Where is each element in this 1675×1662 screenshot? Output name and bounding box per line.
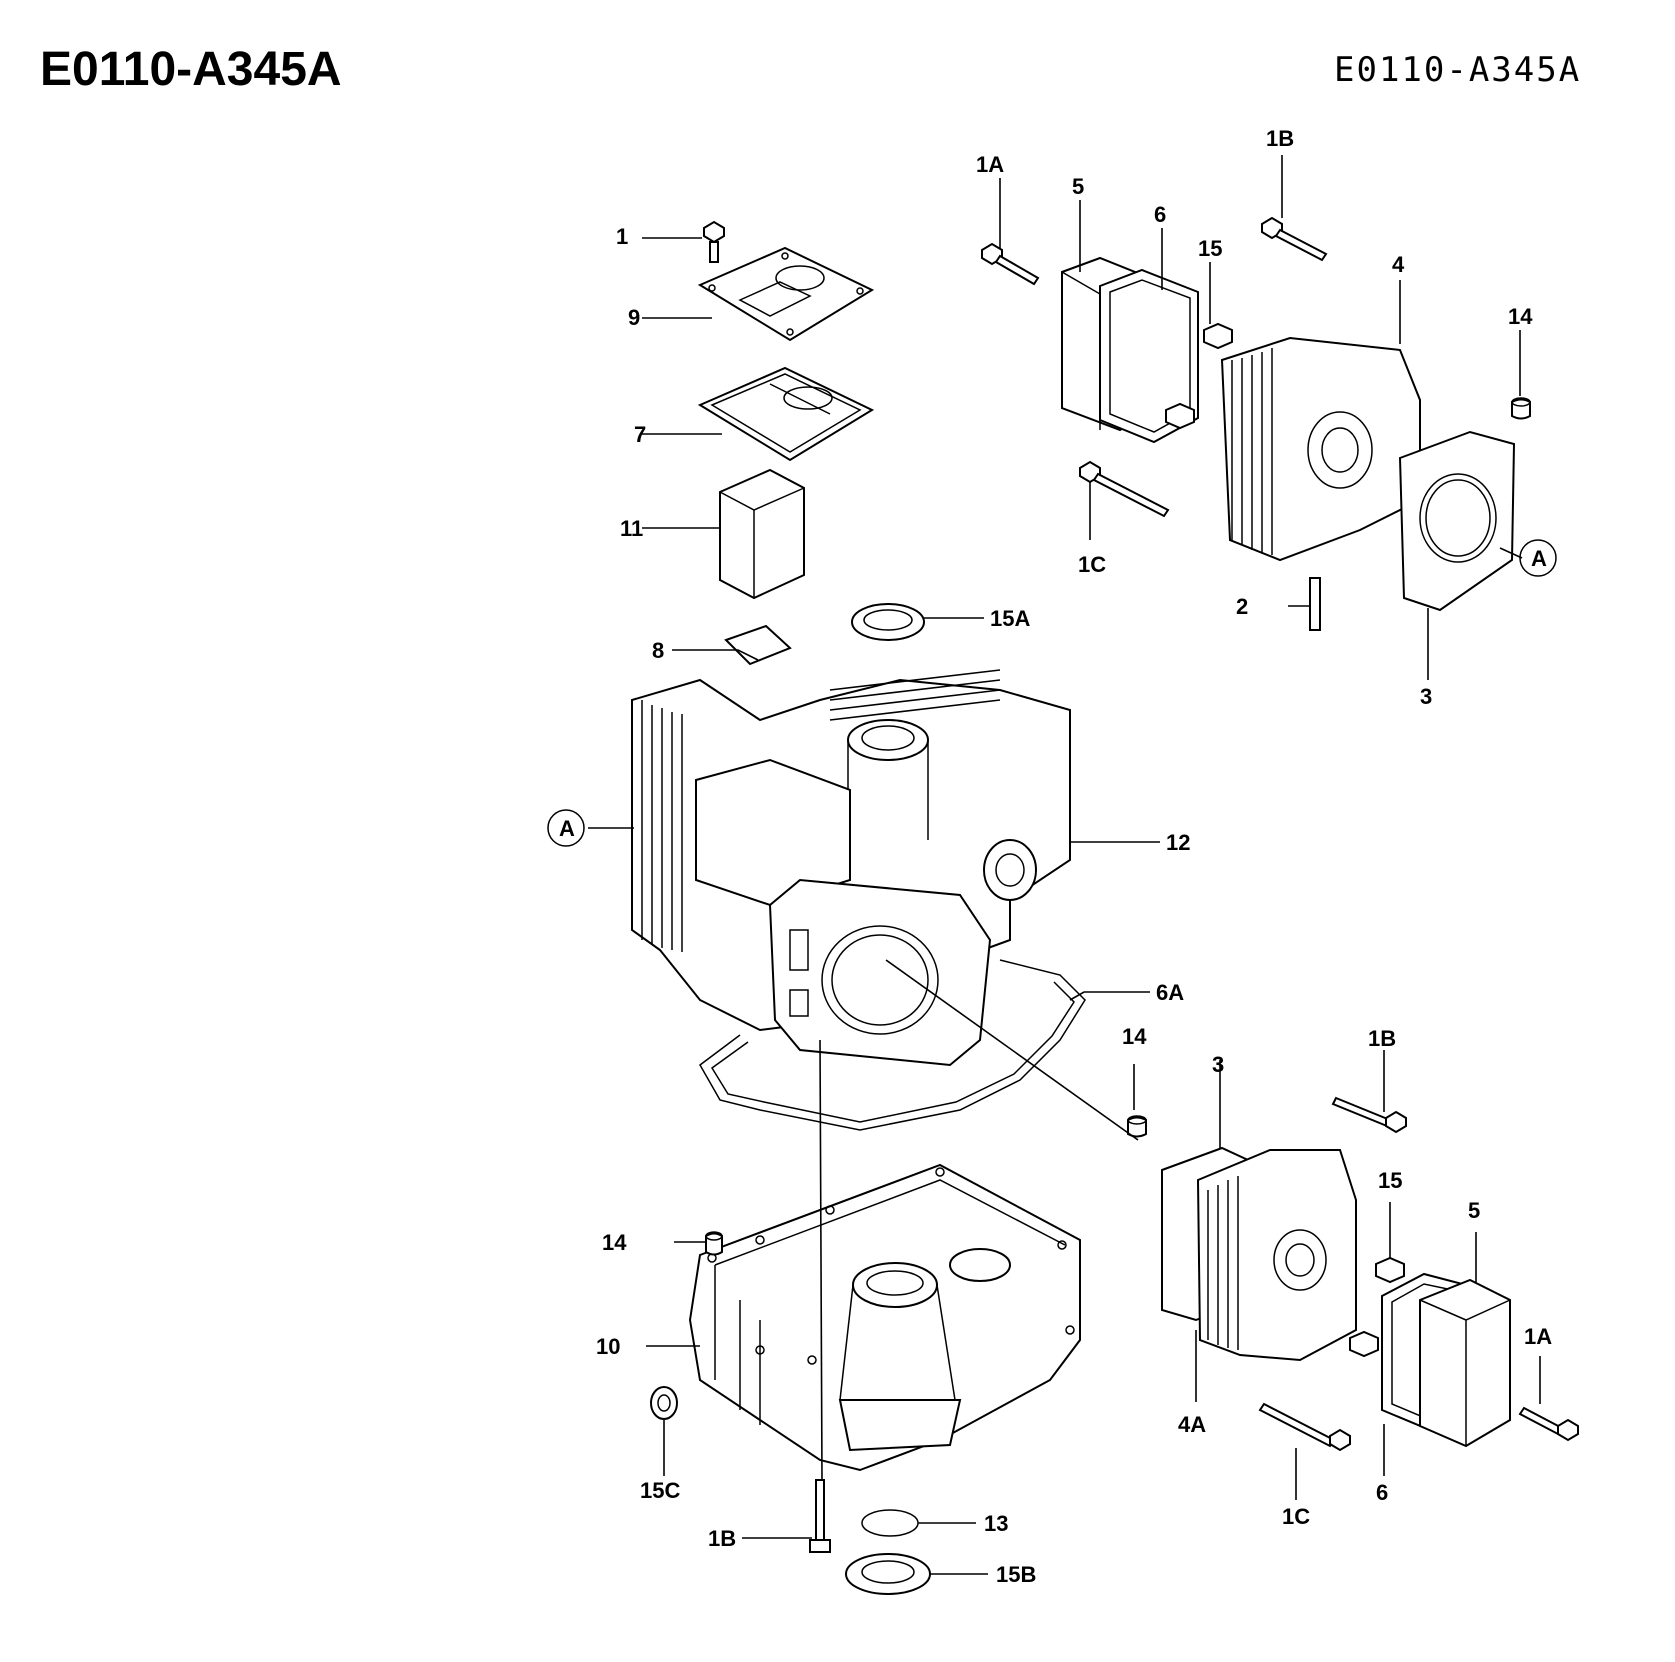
part-4A-cylinder-head-mid [1196,1149,1357,1362]
part-6A-base-gasket [699,959,1086,1131]
callout-5-top: 5 [1072,174,1084,199]
callout-15A: 15A [990,606,1030,631]
part-1C-bolt-bot [1258,1402,1351,1452]
part-15A-oil-seal [851,603,925,641]
callout-1C-top: 1C [1078,552,1106,577]
callout-1B-mid: 1B [1368,1026,1396,1051]
part-1B-bolt-top [1261,216,1328,262]
callout-3-mid: 3 [1212,1052,1224,1077]
callout-4A: 4A [1178,1412,1206,1437]
part-10-crankcase-cover [688,1163,1081,1472]
part-1A-bolt-top [981,242,1040,286]
callout-1A-bot: 1A [1524,1324,1552,1349]
callout-2: 2 [1236,594,1248,619]
callout-14-mid: 14 [1122,1024,1147,1049]
callout-1A-top: 1A [976,152,1004,177]
part-15-nut-mid [1349,1256,1405,1358]
callout-5-bot: 5 [1468,1198,1480,1223]
callout-10: 10 [596,1334,620,1359]
part-3-head-gasket-top [1398,430,1516,612]
callout-14-top: 14 [1508,304,1533,329]
part-5-rocker-cover-bot [1419,1278,1511,1448]
callout-15-top: 15 [1198,236,1222,261]
part-8-clip [724,624,792,666]
callout-A-left: A [559,816,575,841]
callout-13: 13 [984,1511,1008,1536]
callout-15-mid: 15 [1378,1168,1402,1193]
callout-12: 12 [1166,830,1190,855]
part-7-gasket [697,366,875,462]
callout-8: 8 [652,638,664,663]
part-6-cover-gasket-top [1099,268,1199,444]
part-1B-bolt-mid [1331,1096,1407,1134]
part-1A-bolt-bot [1518,1406,1579,1442]
part-1-bolt [703,220,725,263]
callout-7: 7 [634,422,646,447]
callout-9: 9 [628,305,640,330]
part-4-cylinder-head-top [1220,336,1421,562]
callout-6-top: 6 [1154,202,1166,227]
callout-11: 11 [620,516,643,541]
part-9-cover-plate [697,246,875,342]
page-title-left: E0110-A345A [40,43,342,96]
part-1B-bolt-bottom [809,1479,831,1553]
callout-1C-bot: 1C [1282,1504,1310,1529]
part-11-filter-element [719,468,805,600]
leader-lines [588,155,1541,1575]
callout-6-bot: 6 [1376,1480,1388,1505]
part-15C-oil-seal [650,1386,678,1420]
callout-15B: 15B [996,1562,1036,1587]
page-title-right: E0110-A345A [1334,50,1582,90]
callout-1B-bot: 1B [708,1526,736,1551]
reference-a-circle-right [1519,539,1557,577]
part-1C-bolt-top [1079,460,1170,518]
callout-15C: 15C [640,1478,680,1503]
callout-1: 1 [616,224,628,249]
callout-A-right: A [1531,546,1547,571]
callout-1B-top: 1B [1266,126,1294,151]
part-12-crankcase [631,669,1071,1067]
callout-14-left: 14 [602,1230,627,1255]
callout-4: 4 [1392,252,1405,277]
reference-a-circle-left [547,809,585,847]
part-15-nut-top [1165,322,1233,430]
callout-6A: 6A [1156,980,1184,1005]
part-14-dowel-pin-left [705,1231,723,1256]
part-2-stud [1309,577,1321,631]
part-13-oring [861,1509,919,1537]
part-14-dowel-pin-mid [1127,1115,1147,1138]
callout-3-top: 3 [1420,684,1432,709]
part-14-dowel-pin-top [1511,397,1531,420]
part-15B-oil-seal [845,1553,931,1595]
